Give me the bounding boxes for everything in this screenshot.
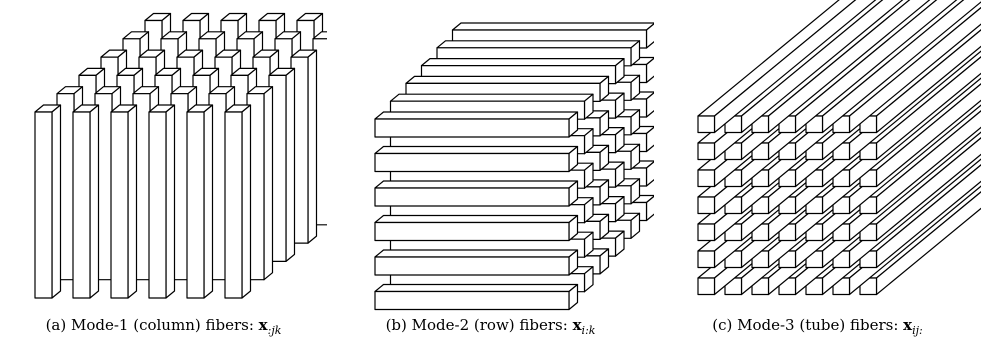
row-fiber — [374, 145, 579, 173]
mode-3-tube-fibers-diagram — [697, 0, 981, 296]
caption-mode-3-prefix: (c) Mode-3 (tube) fibers: — [712, 316, 899, 334]
row-fiber — [374, 249, 579, 276]
column-fiber — [148, 104, 176, 299]
mode-1-column-fibers-diagram — [34, 12, 327, 299]
row-fiber — [374, 283, 579, 311]
caption-mode-2: (b) Mode-2 (row) fibers: xi:k — [327, 316, 654, 340]
caption-mode-2-symbol: x — [572, 316, 582, 334]
row-fiber — [374, 180, 579, 207]
panel-mode-1-fibers: (a) Mode-1 (column) fibers: x:jk — [0, 0, 327, 343]
tube-fiber — [697, 0, 877, 134]
caption-mode-1: (a) Mode-1 (column) fibers: x:jk — [0, 316, 327, 340]
caption-mode-2-math: xi:k — [572, 316, 596, 337]
column-fiber — [290, 49, 318, 244]
panel-mode-3-fibers: (c) Mode-3 (tube) fibers: xij: — [654, 0, 981, 343]
caption-mode-1-math: x:jk — [258, 316, 282, 337]
mode-2-row-fibers-diagram — [374, 22, 654, 311]
row-fiber — [374, 214, 579, 242]
caption-mode-3-math: xij: — [903, 316, 923, 337]
column-fiber — [72, 104, 100, 299]
caption-mode-2-prefix: (b) Mode-2 (row) fibers: — [385, 316, 568, 334]
column-fiber — [186, 104, 214, 299]
column-fiber — [224, 104, 252, 299]
caption-mode-1-prefix: (a) Mode-1 (column) fibers: — [45, 316, 254, 334]
caption-mode-3-subscript: ij: — [912, 324, 923, 337]
caption-mode-1-subscript: :jk — [267, 324, 282, 337]
panel-mode-2-fibers: (b) Mode-2 (row) fibers: xi:k — [327, 0, 654, 343]
row-fiber — [374, 111, 579, 138]
column-fiber — [110, 104, 138, 299]
column-fiber — [246, 86, 274, 281]
column-fiber — [34, 104, 62, 299]
caption-mode-3-symbol: x — [903, 316, 913, 334]
caption-mode-1-symbol: x — [258, 316, 268, 334]
caption-mode-2-subscript: i:k — [581, 324, 596, 337]
caption-mode-3: (c) Mode-3 (tube) fibers: xij: — [654, 316, 981, 340]
